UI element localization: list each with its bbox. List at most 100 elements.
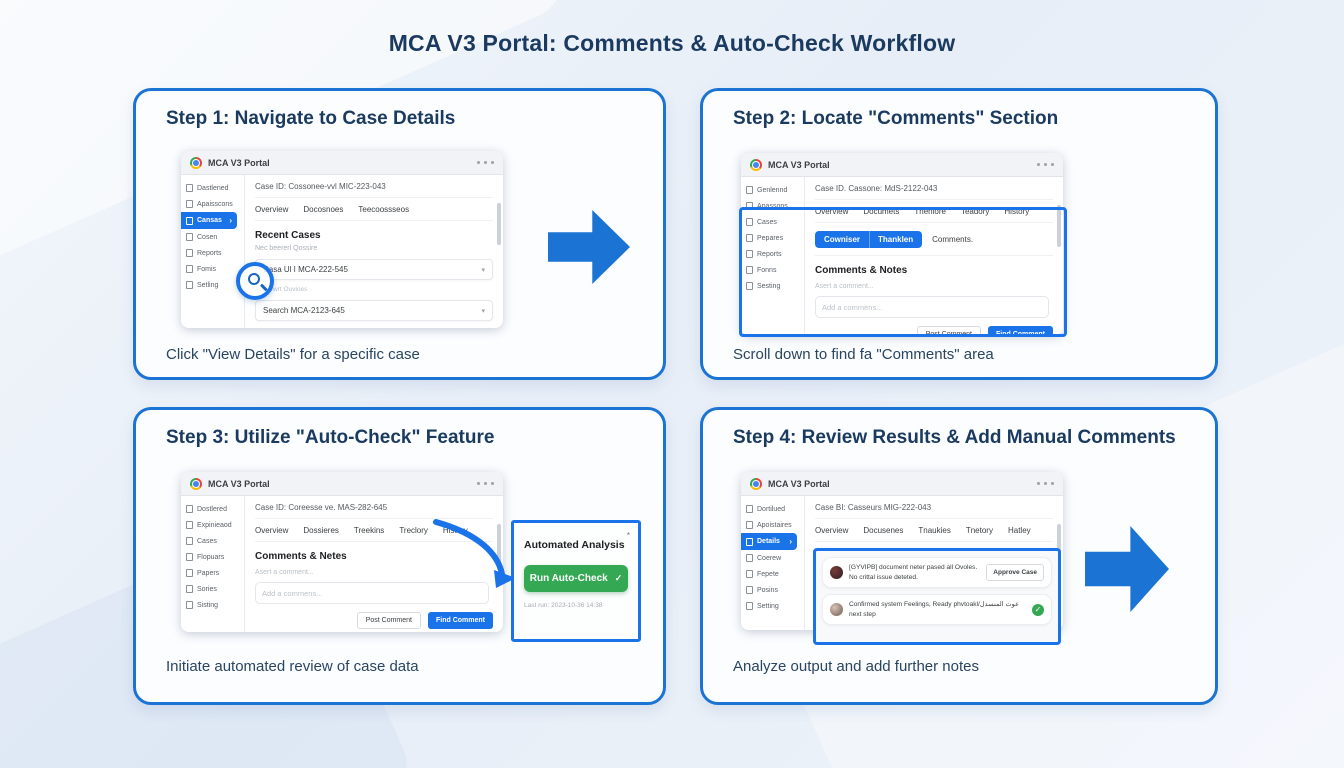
doc-icon [186,505,193,513]
sidebar-item-reports[interactable]: Pepares [741,230,804,246]
tab-teadory[interactable]: Teadory [960,207,990,216]
window-dot-icon [477,161,480,164]
window-dot-icon [1044,163,1047,166]
tab-history[interactable]: Hatley [1007,526,1031,535]
tab-documents[interactable]: Docosnoes [303,205,344,214]
window-titlebar: MCA V3 Portal [181,472,503,496]
tab-overview[interactable]: Overview [815,207,849,216]
step4-caption: Analyze output and add further notes [733,658,980,675]
step3-panel: Step 3: Utilize "Auto-Check" Feature MCA… [133,407,666,705]
window-controls[interactable] [477,161,494,164]
doc-icon [746,266,753,274]
search-highlight-circle[interactable] [236,262,274,300]
doc-icon [746,505,753,513]
sidebar-item-applications[interactable]: Expinieaod [181,517,244,533]
scrollbar[interactable] [1057,205,1061,247]
tab-bar: Overview Documets Thenlore Teadory Histo… [815,200,1053,223]
sidebar-item-settings[interactable]: Sisting [181,597,244,613]
sidebar-item-cases-active[interactable]: Cansas› [181,212,237,229]
doc-icon [186,537,193,545]
post-comment-button[interactable]: Post Comment [916,326,981,335]
check-icon: ✓ [614,573,623,583]
subtab-timeline[interactable]: Thanklen [869,231,923,248]
dropdown-caret-icon: ▾ [481,266,485,274]
search-case-row[interactable]: Search MCA-2123-645 ▾ [255,300,493,321]
scrollbar[interactable] [497,203,501,245]
comment-input[interactable] [255,582,489,604]
doc-icon [746,570,753,578]
window-controls[interactable] [477,482,494,485]
step2-title: Step 2: Locate "Comments" Section [733,108,1059,129]
doc-icon [186,249,193,257]
sidebar-item-dashboard[interactable]: Dostlered [181,501,244,517]
tab-tnetory[interactable]: Tnetory [965,526,993,535]
step3-window: MCA V3 Portal Dostlered Expinieaod Cases… [181,472,503,632]
case-id-line: Case ID: Cossonee-vvl MIC-223-043 [255,175,493,198]
sidebar-item-reports2[interactable]: Reports [741,246,804,262]
doc-icon [746,537,753,546]
doc-icon [186,233,193,241]
scrollbar[interactable] [1057,524,1061,566]
tab-overview[interactable]: Overview [255,526,289,535]
tab-overview[interactable]: Overview [815,526,849,535]
subtab-bar: Cowniser Thanklen Comments. [815,231,1053,256]
step2-window: MCA V3 Portal Genlennd Apassons Cases Pe… [741,153,1063,335]
tab-documents[interactable]: Docusenes [863,526,904,535]
step3-title: Step 3: Utilize "Auto-Check" Feature [166,427,495,448]
sidebar-item-reports[interactable]: Fepete [741,566,804,582]
sidebar-item-forms[interactable]: Sories [181,581,244,597]
sidebar-item-cases[interactable]: Cosen [181,229,244,245]
sidebar-item-cases[interactable]: Coerew [741,550,804,566]
find-comment-button[interactable]: Find Comment [988,326,1053,335]
tab-timeline[interactable]: Treekins [353,526,385,535]
sidebar-item-dashboard[interactable]: Genlennd [741,182,804,198]
scrollbar[interactable] [497,524,501,566]
doc-icon [186,281,193,289]
sidebar-item-cases[interactable]: Cases [181,533,244,549]
sidebar-item-cases[interactable]: Cases [741,214,804,230]
tab-transactions[interactable]: Teecoossseos [358,205,410,214]
subtab-comments[interactable]: Comments. [932,235,974,244]
sidebar-item-forms[interactable]: Fomis [181,261,244,277]
sidebar-item-applications[interactable]: Apaisscons [181,196,244,212]
sidebar-item-settings[interactable]: Setling [181,277,244,293]
window-controls[interactable] [1037,482,1054,485]
subtab-overview[interactable]: Cowniser [815,231,870,248]
sidebar-item-forms[interactable]: Posins [741,582,804,598]
tab-treclory[interactable]: Treclory [399,526,428,535]
sidebar-item-dashboard[interactable]: Dortilued [741,501,804,517]
sidebar-item-settings[interactable]: Sesting [741,278,804,294]
tab-overview[interactable]: Overview [255,205,289,214]
find-comment-button[interactable]: Find Comment [428,612,493,629]
case-row[interactable]: Casa Ul I MCA-222-545 ▾ [255,259,493,280]
sidebar-item-forms[interactable]: Fonns [741,262,804,278]
comments-notes-heading: Comments & Netes [255,551,347,562]
window-controls[interactable] [1037,163,1054,166]
sidebar-item-details-active[interactable]: Details› [741,533,797,550]
sidebar-item-settings[interactable]: Setting [741,598,804,614]
sidebar-item-reports[interactable]: Reports [181,245,244,261]
doc-icon [186,265,193,273]
case-id-line: Case BI: Casseurs MIG-222-043 [815,496,1053,519]
tab-timeline[interactable]: Tnaukies [918,526,951,535]
sidebar-item-papers[interactable]: Papers [181,565,244,581]
page-title: MCA V3 Portal: Comments & Auto-Check Wor… [388,30,956,56]
doc-icon [746,282,753,290]
tab-documents[interactable]: Documets [863,207,900,216]
case-id-line: Case ID. Cassone: MdS-2122-043 [815,177,1053,200]
avatar [830,566,843,580]
tab-history[interactable]: History [1004,207,1030,216]
sidebar-item-reports[interactable]: Flopuars [181,549,244,565]
auto-check-result-card: [GYVIPB] document neter pased all Ovoles… [822,557,1052,589]
sidebar-item-applications[interactable]: Apoistaires [741,517,804,533]
post-comment-button[interactable]: Post Comment [356,612,421,629]
window-dot-icon [484,161,487,164]
sidebar-item-dashboard[interactable]: Dastlened [181,180,244,196]
tab-documents[interactable]: Dossieres [303,526,339,535]
chevron-right-icon: › [789,537,792,546]
run-auto-check-button[interactable]: Run Auto-Check ✓ [524,565,628,592]
approve-case-button[interactable]: Approve Case [986,564,1044,582]
tab-timeline[interactable]: Thenlore [914,207,946,216]
comment-input[interactable] [815,296,1049,318]
